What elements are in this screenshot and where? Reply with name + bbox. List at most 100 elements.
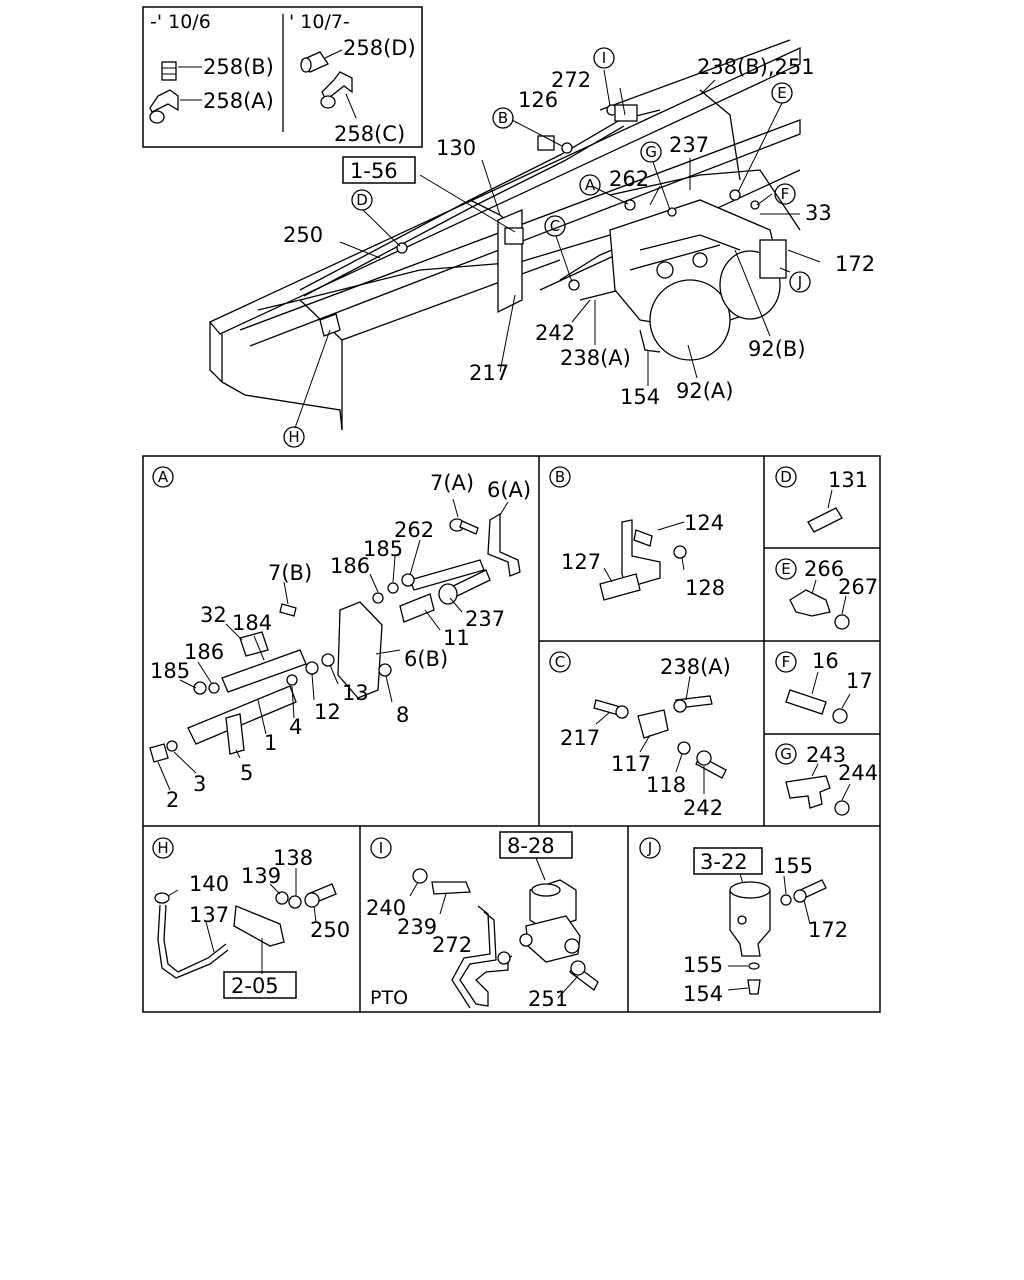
detail-b: B 124 127 128	[549, 466, 725, 601]
detail-a-label-185b: 185	[150, 659, 190, 683]
detail-d-label-131: 131	[828, 468, 868, 492]
main-label-126: 126	[518, 88, 558, 112]
sleeve-5-icon	[225, 713, 245, 755]
elbow-266-icon	[789, 589, 831, 617]
detail-h-label-139: 139	[241, 864, 281, 888]
main-label-130: 130	[436, 136, 476, 160]
detail-j-label-155: 155	[773, 854, 813, 878]
detail-j-box-ref: 3-22	[700, 850, 748, 874]
nut-244-icon	[834, 800, 850, 816]
detail-j-label-155b: 155	[683, 953, 723, 977]
main-label-238b-251: 238(B),251	[697, 55, 815, 79]
pipe-184-icon	[221, 649, 307, 693]
tee-127-icon	[599, 573, 641, 601]
detail-e-label-267: 267	[838, 575, 878, 599]
detail-h-label-138: 138	[273, 846, 313, 870]
inset-label-258b: 258(B)	[203, 55, 274, 79]
detail-e: E 266 267	[775, 557, 878, 630]
washer-139-icon	[275, 891, 289, 905]
detail-c-label-217: 217	[560, 726, 600, 750]
main-box-ref-frame	[342, 156, 416, 184]
detail-c-label-242: 242	[683, 796, 723, 820]
detail-i-label-272: 272	[432, 933, 472, 957]
detail-i-box-ref: 8-28	[507, 834, 555, 858]
detail-h-label-140: 140	[189, 872, 229, 896]
main-label-242: 242	[535, 321, 575, 345]
detail-h-ref: H	[157, 839, 168, 857]
detail-a-label-7b: 7(B)	[268, 561, 312, 585]
main-ref-e: E	[777, 84, 786, 102]
plug-258d-icon	[300, 51, 329, 73]
detail-j-box-frame	[693, 847, 763, 875]
fitting-h-icon	[319, 313, 341, 337]
detail-i: I 8-28 240 239 272 251 PTO	[366, 831, 599, 1011]
inset-right-header: ' 10/7-	[289, 11, 350, 33]
main-label-237: 237	[669, 133, 709, 157]
detail-h-box-frame	[223, 971, 297, 999]
detail-h-label-137: 137	[189, 903, 229, 927]
main-ref-h: H	[288, 428, 299, 446]
valve-block-icon	[504, 227, 524, 245]
detail-a-label-4: 4	[289, 715, 302, 739]
detail-i-ref: I	[379, 839, 383, 857]
detail-h-box-ref: 2-05	[231, 974, 279, 998]
nut-118-icon	[677, 741, 691, 755]
fitting-c-icon	[568, 279, 580, 291]
bolt-154-icon	[747, 979, 761, 995]
main-ref-g: G	[645, 143, 657, 161]
inset-left-header: -' 10/6	[150, 11, 211, 33]
inset-frame	[142, 6, 423, 148]
hose-1-icon	[187, 685, 297, 745]
reservoir-3-22-icon	[729, 889, 771, 957]
detail-grid	[142, 455, 881, 1013]
detail-a-label-185: 185	[363, 537, 403, 561]
detail-i-label-240: 240	[366, 896, 406, 920]
detail-e-label-266: 266	[804, 557, 844, 581]
detail-b-label-127: 127	[561, 550, 601, 574]
detail-c-label-118: 118	[646, 773, 686, 797]
tube-262-icon	[409, 559, 485, 591]
main-ref-i: I	[602, 49, 606, 67]
main-ref-j: J	[797, 273, 802, 291]
detail-j-label-154: 154	[683, 982, 723, 1006]
union-16-icon	[785, 689, 827, 715]
reservoir-icon	[759, 239, 787, 279]
detail-e-ref: E	[781, 560, 790, 578]
detail-g-label-243: 243	[806, 743, 846, 767]
inset-label-258a: 258(A)	[203, 89, 274, 113]
bolt-7b-icon	[279, 603, 297, 617]
nut-2-icon	[149, 743, 169, 763]
detail-a-label-6b: 6(B)	[404, 647, 448, 671]
detail-i-label-239: 239	[397, 915, 437, 939]
detail-a-ref: A	[158, 468, 169, 486]
fitting-258b-icon	[161, 61, 177, 81]
main-label-172: 172	[835, 252, 875, 276]
detail-f-label-17: 17	[846, 669, 873, 693]
detail-c: C 238(A) 217 117 118 242	[549, 651, 731, 820]
sleeve-32-icon	[239, 631, 269, 657]
nut-138-icon	[288, 895, 302, 909]
main-label-217: 217	[469, 361, 509, 385]
main-ref-d: D	[356, 191, 368, 209]
bolt-124-icon	[633, 529, 653, 547]
inset-label-258d: 258(D)	[343, 36, 416, 60]
main-label-33: 33	[805, 201, 832, 225]
tee-239-icon	[431, 881, 471, 895]
detail-c-label-117: 117	[611, 752, 651, 776]
detail-g: G 243 244	[775, 743, 878, 816]
pipe-272-icon	[459, 911, 513, 1007]
detail-g-label-244: 244	[838, 761, 878, 785]
detail-i-label-251: 251	[528, 987, 568, 1011]
detail-b-label-124: 124	[684, 511, 724, 535]
main-label-154: 154	[620, 385, 660, 409]
elbow-258a-icon	[149, 89, 179, 124]
detail-a-label-13: 13	[342, 681, 369, 705]
detail-a-label-3: 3	[193, 772, 206, 796]
detail-h-label-250: 250	[310, 918, 350, 942]
fitting-131-icon	[807, 507, 843, 533]
detail-a-label-262: 262	[394, 518, 434, 542]
detail-c-label-238a: 238(A)	[660, 655, 731, 679]
inset-label-258c: 258(C)	[334, 122, 405, 146]
